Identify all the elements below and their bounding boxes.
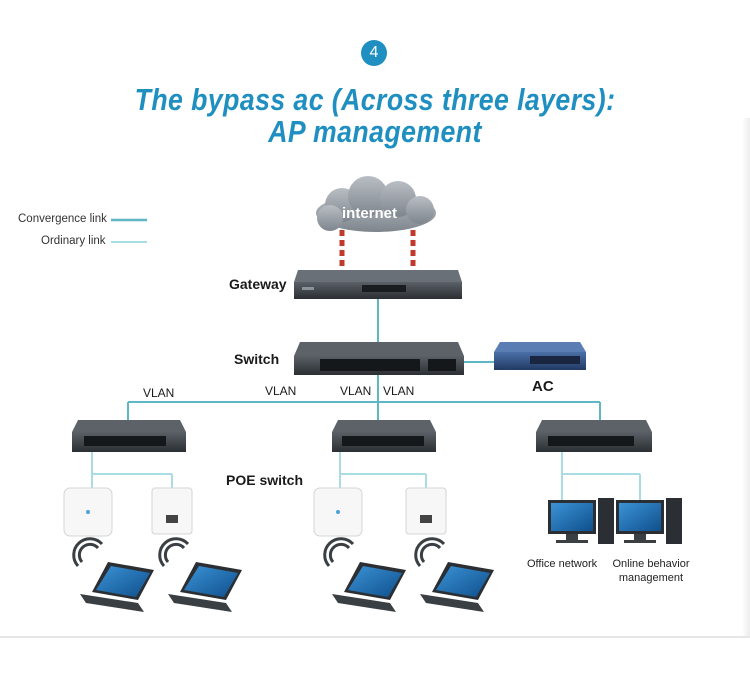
wifi-icon-2 — [158, 537, 190, 568]
right-pc-links — [561, 452, 641, 500]
laptop-icon-3 — [332, 562, 406, 612]
vlan-label-4: VLAN — [383, 384, 415, 398]
vlan-label-3: VLAN — [340, 384, 372, 398]
online-behavior-line1: Online behavior — [612, 558, 690, 570]
ac-label: AC — [532, 378, 554, 395]
legend-convergence-label: Convergence link — [18, 213, 107, 225]
page-title: The bypass ac (Across three layers): — [134, 82, 616, 117]
office-network-label: Office network — [527, 558, 598, 570]
ac-device-icon — [494, 342, 586, 370]
step-badge: 4 — [361, 40, 387, 66]
desktop-pc-icon-1 — [548, 498, 614, 544]
laptop-icon-4 — [420, 562, 494, 612]
vlan-label-1: VLAN — [143, 386, 175, 400]
wifi-icon-4 — [414, 537, 446, 568]
poe-switch-right-icon — [536, 420, 652, 452]
online-behavior-label: Online behavior management — [612, 557, 690, 585]
switch-label: Switch — [234, 351, 280, 367]
internet-cloud-icon — [316, 176, 436, 232]
poe-switch-middle-icon — [332, 420, 436, 452]
left-ap-links — [91, 452, 173, 490]
ceiling-ap-middle-icon — [313, 487, 363, 537]
gateway-label: Gateway — [229, 276, 287, 292]
ceiling-ap-left-icon — [63, 487, 113, 537]
legend-ordinary-label: Ordinary link — [41, 235, 106, 247]
page-edge-shade — [742, 118, 750, 636]
desktop-pc-icon-2 — [616, 498, 682, 544]
poe-switch-left-icon — [72, 420, 186, 452]
gateway-device-icon — [294, 270, 462, 299]
page-subtitle: AP management — [268, 114, 482, 149]
poe-switch-label: POE switch — [226, 472, 304, 488]
laptop-icon-2 — [168, 562, 242, 612]
laptop-icon-1 — [80, 562, 154, 612]
internet-label: internet — [342, 205, 398, 222]
wifi-icon-3 — [323, 537, 355, 568]
panel-ap-left-icon — [151, 487, 193, 535]
online-behavior-line2: management — [618, 572, 684, 584]
vlan-links — [127, 375, 601, 420]
wifi-icon-1 — [72, 537, 104, 568]
panel-ap-middle-icon — [405, 487, 447, 535]
bottom-divider — [0, 636, 750, 638]
core-switch-icon — [294, 342, 464, 375]
vlan-label-2: VLAN — [265, 384, 297, 398]
middle-ap-links — [339, 452, 427, 490]
